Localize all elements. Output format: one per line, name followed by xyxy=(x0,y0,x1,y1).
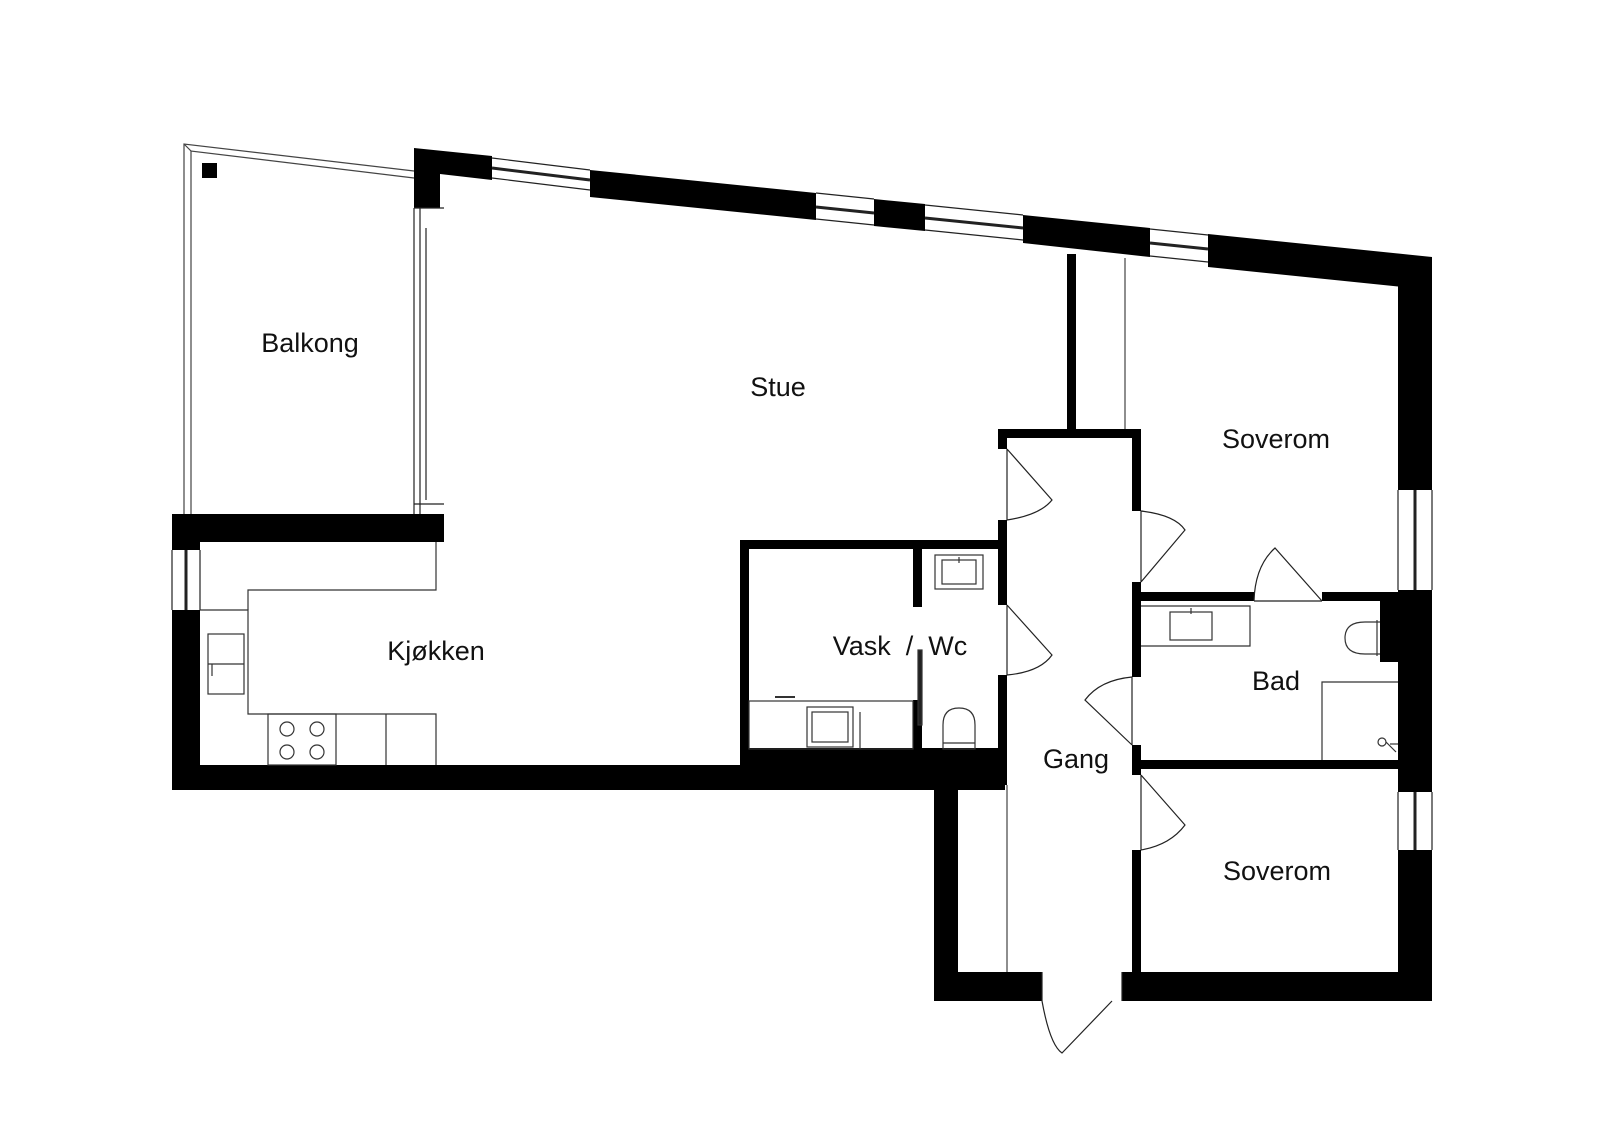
wc-sink-icon xyxy=(934,554,984,590)
wc-top-wall xyxy=(740,540,998,549)
window-top-1 xyxy=(491,157,591,191)
door-bedroom-2[interactable] xyxy=(1140,774,1186,851)
window-top-3 xyxy=(924,204,1024,241)
window-top-2 xyxy=(815,192,875,226)
room-label-kjokken: Kjøkken xyxy=(387,636,485,666)
hallway-right-wall-4 xyxy=(1132,850,1141,975)
top-wall-segment-3 xyxy=(874,199,925,231)
stove-burner-icon xyxy=(279,744,295,760)
window-top-4 xyxy=(1149,228,1209,263)
door-bath[interactable] xyxy=(1253,547,1323,602)
wc-left-wall xyxy=(740,540,749,765)
bedroom-bath-wall-right xyxy=(1322,592,1400,601)
bath-sink-icon xyxy=(1169,611,1213,641)
wc-right-wall-lower xyxy=(998,675,1007,785)
door-entrance[interactable] xyxy=(1041,972,1123,1054)
stove-burner-icon xyxy=(279,721,295,737)
shower-head-icon xyxy=(1377,737,1387,747)
kitchen-stove-icon xyxy=(267,713,337,766)
wc-inner-divider-lower xyxy=(913,700,922,765)
room-label-soverom-2: Soverom xyxy=(1223,856,1331,886)
wc-inner-divider xyxy=(913,549,922,607)
room-label-gang: Gang xyxy=(1043,744,1109,774)
window-right-1 xyxy=(1397,490,1433,590)
wc-fixtures xyxy=(748,554,984,750)
hallway-right-wall-1 xyxy=(1132,429,1141,511)
stue-bedroom-wall xyxy=(1067,254,1076,434)
room-label-bad: Bad xyxy=(1252,666,1300,696)
hall-extension-left-wall xyxy=(934,785,958,1001)
hallway-top-wall xyxy=(998,429,1141,438)
balcony xyxy=(183,143,415,514)
balcony-drain-icon xyxy=(202,163,217,178)
doors xyxy=(1006,448,1323,1054)
bath-bedroom-wall xyxy=(1132,760,1400,769)
kitchen-counter xyxy=(200,609,437,765)
stove-burner-icon xyxy=(309,721,325,737)
wc-toilet-icon xyxy=(942,707,976,750)
room-label-stue: Stue xyxy=(750,372,806,402)
kitchen-balcony-wall xyxy=(172,514,444,542)
hallway-top-wall-stub xyxy=(998,429,1007,449)
laundry-sink-icon xyxy=(806,706,854,748)
right-wall-bump xyxy=(1380,600,1400,662)
room-label-vask-wc: Vask / Wc xyxy=(833,631,968,661)
wc-bottom-wall xyxy=(740,748,1005,788)
right-wall-middle xyxy=(1398,590,1432,792)
right-wall-upper xyxy=(1398,285,1432,490)
shower-area xyxy=(1321,681,1398,760)
kitchen-fixtures xyxy=(200,542,437,766)
balcony-sliding-door xyxy=(413,207,444,514)
bottom-wall-right xyxy=(1122,972,1432,1001)
wc-right-wall-upper xyxy=(998,520,1007,605)
door-stue-hall[interactable] xyxy=(1006,448,1053,521)
door-wc[interactable] xyxy=(1006,604,1053,676)
top-wall-segment-5 xyxy=(1208,234,1432,290)
kitchen-island-outline xyxy=(247,542,437,610)
room-labels: Balkong Stue Kjøkken Vask / Wc Soverom B… xyxy=(261,328,1331,886)
top-wall-segment-2 xyxy=(590,170,816,220)
stove-burner-icon xyxy=(309,744,325,760)
room-label-soverom-1: Soverom xyxy=(1222,424,1330,454)
door-bedroom-1[interactable] xyxy=(1140,510,1186,583)
door-hall-bath[interactable] xyxy=(1084,676,1133,746)
hallway-right-wall-2 xyxy=(1132,582,1141,677)
window-right-2 xyxy=(1397,792,1433,850)
windows xyxy=(171,157,1433,850)
bath-counter xyxy=(1141,605,1251,647)
laundry-counter xyxy=(748,700,914,750)
bedroom-bath-wall-left xyxy=(1132,592,1254,601)
window-kitchen xyxy=(171,550,201,610)
partitions xyxy=(1006,258,1126,972)
room-label-balkong: Balkong xyxy=(261,328,359,358)
kitchen-left-wall-lower xyxy=(172,610,200,790)
walls xyxy=(172,148,1432,1001)
top-wall-segment-1 xyxy=(414,148,492,208)
bath-toilet-icon xyxy=(1344,621,1380,655)
top-wall-segment-4 xyxy=(1023,215,1150,257)
bath-fixtures xyxy=(1141,605,1398,760)
